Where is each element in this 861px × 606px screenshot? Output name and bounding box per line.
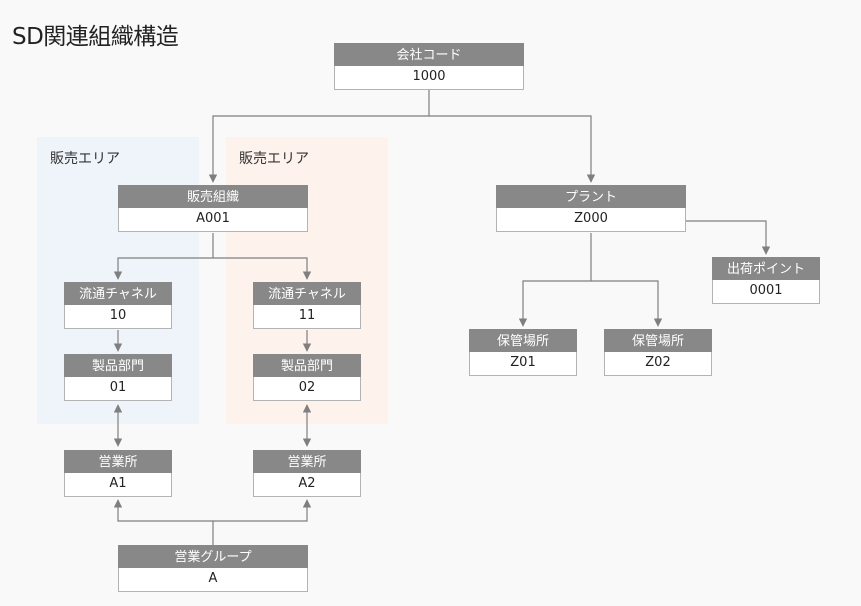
- storage-location-header-1: 保管場所: [469, 329, 577, 352]
- edge-company-to-plant: [429, 115, 596, 183]
- edge-sales-org-to-dist-channel-1: [113, 233, 214, 280]
- edge-sales-group-to-sales-office-2: [213, 499, 312, 522]
- division-node-1[interactable]: 製品部門 01: [64, 354, 172, 401]
- plant-value: Z000: [496, 208, 686, 232]
- division-node-2[interactable]: 製品部門 02: [253, 354, 361, 401]
- edge-plant-to-shipping-point: [686, 220, 771, 255]
- diagram-title: SD関連組織構造: [12, 24, 179, 50]
- sales-office-header-1: 営業所: [64, 450, 172, 473]
- edge-sales-group-to-sales-office-1: [113, 499, 214, 545]
- sales-office-node-2[interactable]: 営業所 A2: [253, 450, 361, 497]
- sales-group-node[interactable]: 営業グループ A: [118, 545, 308, 592]
- sales-group-header: 営業グループ: [118, 545, 308, 568]
- sales-office-header-2: 営業所: [253, 450, 361, 473]
- sales-area-label-2: 販売エリア: [239, 151, 309, 167]
- dist-channel-value-2: 11: [253, 305, 361, 329]
- dist-channel-header-2: 流通チャネル: [253, 282, 361, 305]
- shipping-point-header: 出荷ポイント: [712, 257, 820, 280]
- plant-node[interactable]: プラント Z000: [496, 185, 686, 232]
- division-value-1: 01: [64, 377, 172, 401]
- company-code-node[interactable]: 会社コード 1000: [334, 43, 524, 90]
- sales-org-value: A001: [118, 208, 308, 232]
- sales-org-node[interactable]: 販売組織 A001: [118, 185, 308, 232]
- company-code-value: 1000: [334, 66, 524, 90]
- division-header-2: 製品部門: [253, 354, 361, 377]
- edge-sales-org-to-dist-channel-2: [213, 257, 312, 280]
- storage-location-value-1: Z01: [469, 352, 577, 376]
- dist-channel-node-2[interactable]: 流通チャネル 11: [253, 282, 361, 329]
- sales-org-header: 販売組織: [118, 185, 308, 208]
- edge-plant-to-storage-location-2: [591, 280, 663, 327]
- shipping-point-value: 0001: [712, 280, 820, 304]
- company-code-header: 会社コード: [334, 43, 524, 66]
- storage-location-node-1[interactable]: 保管場所 Z01: [469, 329, 577, 376]
- sales-group-value: A: [118, 568, 308, 592]
- sales-office-value-1: A1: [64, 473, 172, 497]
- plant-header: プラント: [496, 185, 686, 208]
- sales-area-label-1: 販売エリア: [50, 151, 120, 167]
- dist-channel-value-1: 10: [64, 305, 172, 329]
- storage-location-value-2: Z02: [604, 352, 712, 376]
- sales-office-node-1[interactable]: 営業所 A1: [64, 450, 172, 497]
- edge-company-to-sales-org: [208, 89, 430, 183]
- shipping-point-node[interactable]: 出荷ポイント 0001: [712, 257, 820, 304]
- sales-office-value-2: A2: [253, 473, 361, 497]
- dist-channel-node-1[interactable]: 流通チャネル 10: [64, 282, 172, 329]
- division-value-2: 02: [253, 377, 361, 401]
- dist-channel-header-1: 流通チャネル: [64, 282, 172, 305]
- division-header-1: 製品部門: [64, 354, 172, 377]
- edge-plant-to-storage-location-1: [518, 233, 592, 327]
- storage-location-header-2: 保管場所: [604, 329, 712, 352]
- storage-location-node-2[interactable]: 保管場所 Z02: [604, 329, 712, 376]
